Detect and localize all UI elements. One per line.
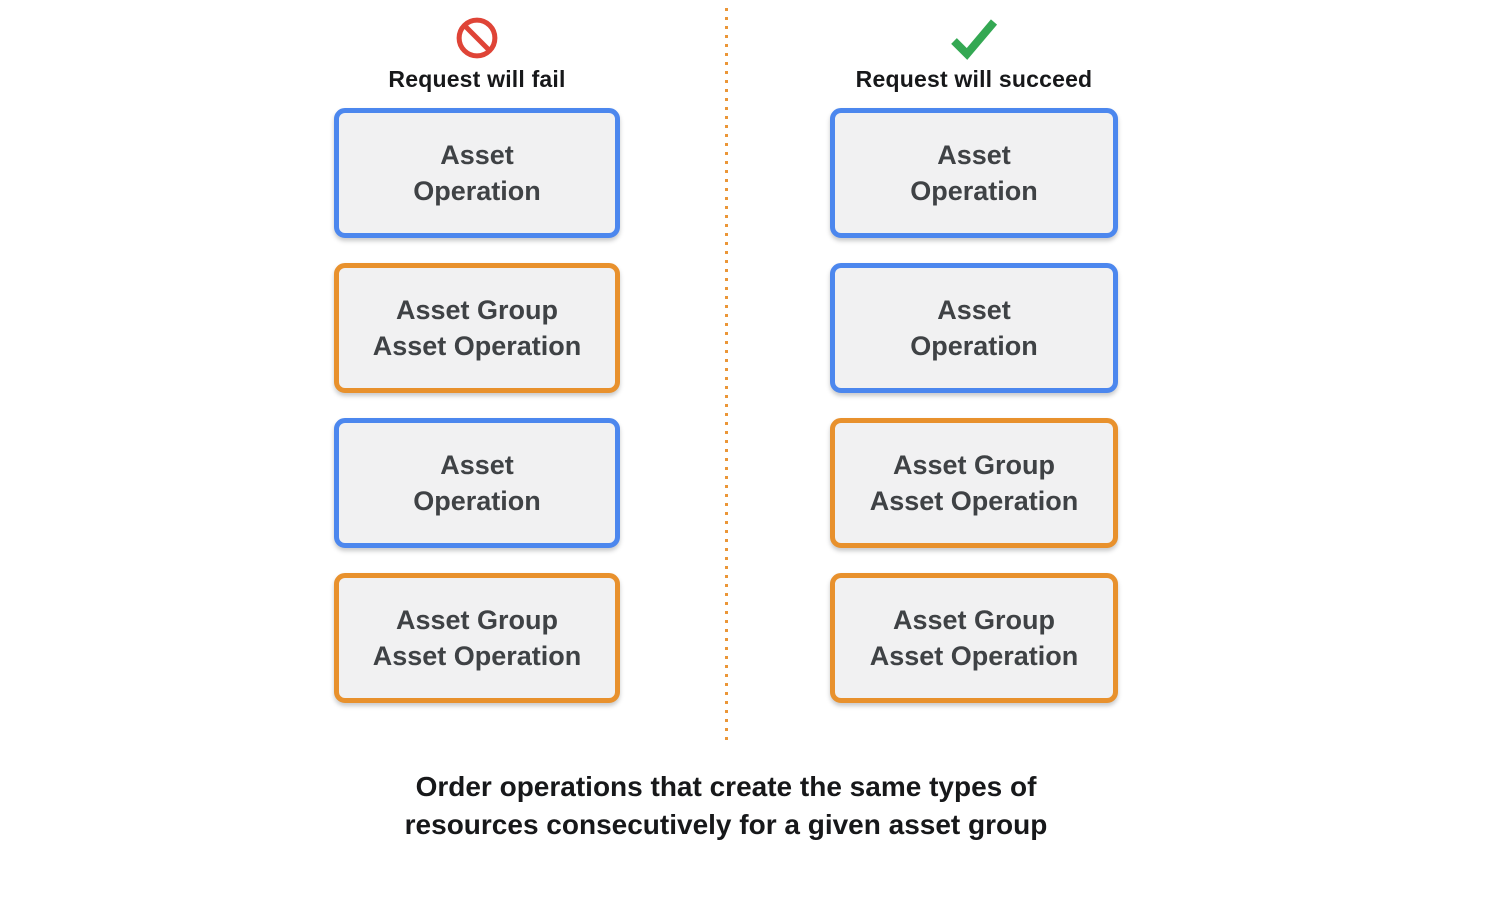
column-request-will-succeed: Request will succeed Asset Operation Ass… [830, 16, 1118, 728]
box-label: Asset Operation [910, 139, 1038, 206]
box-label: Asset Group Asset Operation [869, 604, 1079, 671]
box-label: Asset Group Asset Operation [869, 449, 1079, 516]
box-label: Asset Group Asset Operation [372, 604, 582, 671]
column-request-will-fail: Request will fail Asset Operation Asset … [334, 16, 620, 728]
fail-box-asset-operation-2: Asset Operation [334, 418, 620, 548]
fail-icon-wrapper [455, 16, 499, 64]
dotted-divider [725, 8, 728, 740]
succeed-box-asset-operation-1: Asset Operation [830, 108, 1118, 238]
box-label: Asset Operation [910, 294, 1038, 361]
box-label: Asset Operation [413, 449, 541, 516]
box-label: Asset Operation [413, 139, 541, 206]
diagram-caption: Order operations that create the same ty… [404, 771, 1048, 840]
success-icon-wrapper [946, 16, 1002, 64]
fail-box-asset-operation-1: Asset Operation [334, 108, 620, 238]
check-icon [951, 19, 998, 60]
fail-box-asset-group-asset-operation-2: Asset Group Asset Operation [334, 573, 620, 703]
succeed-box-asset-operation-2: Asset Operation [830, 263, 1118, 393]
prohibition-icon [456, 17, 498, 59]
box-label: Asset Group Asset Operation [372, 294, 582, 361]
fail-heading: Request will fail [388, 66, 566, 92]
succeed-box-asset-group-asset-operation-2: Asset Group Asset Operation [830, 573, 1118, 703]
succeed-heading: Request will succeed [855, 66, 1093, 92]
fail-box-asset-group-asset-operation-1: Asset Group Asset Operation [334, 263, 620, 393]
succeed-box-asset-group-asset-operation-1: Asset Group Asset Operation [830, 418, 1118, 548]
